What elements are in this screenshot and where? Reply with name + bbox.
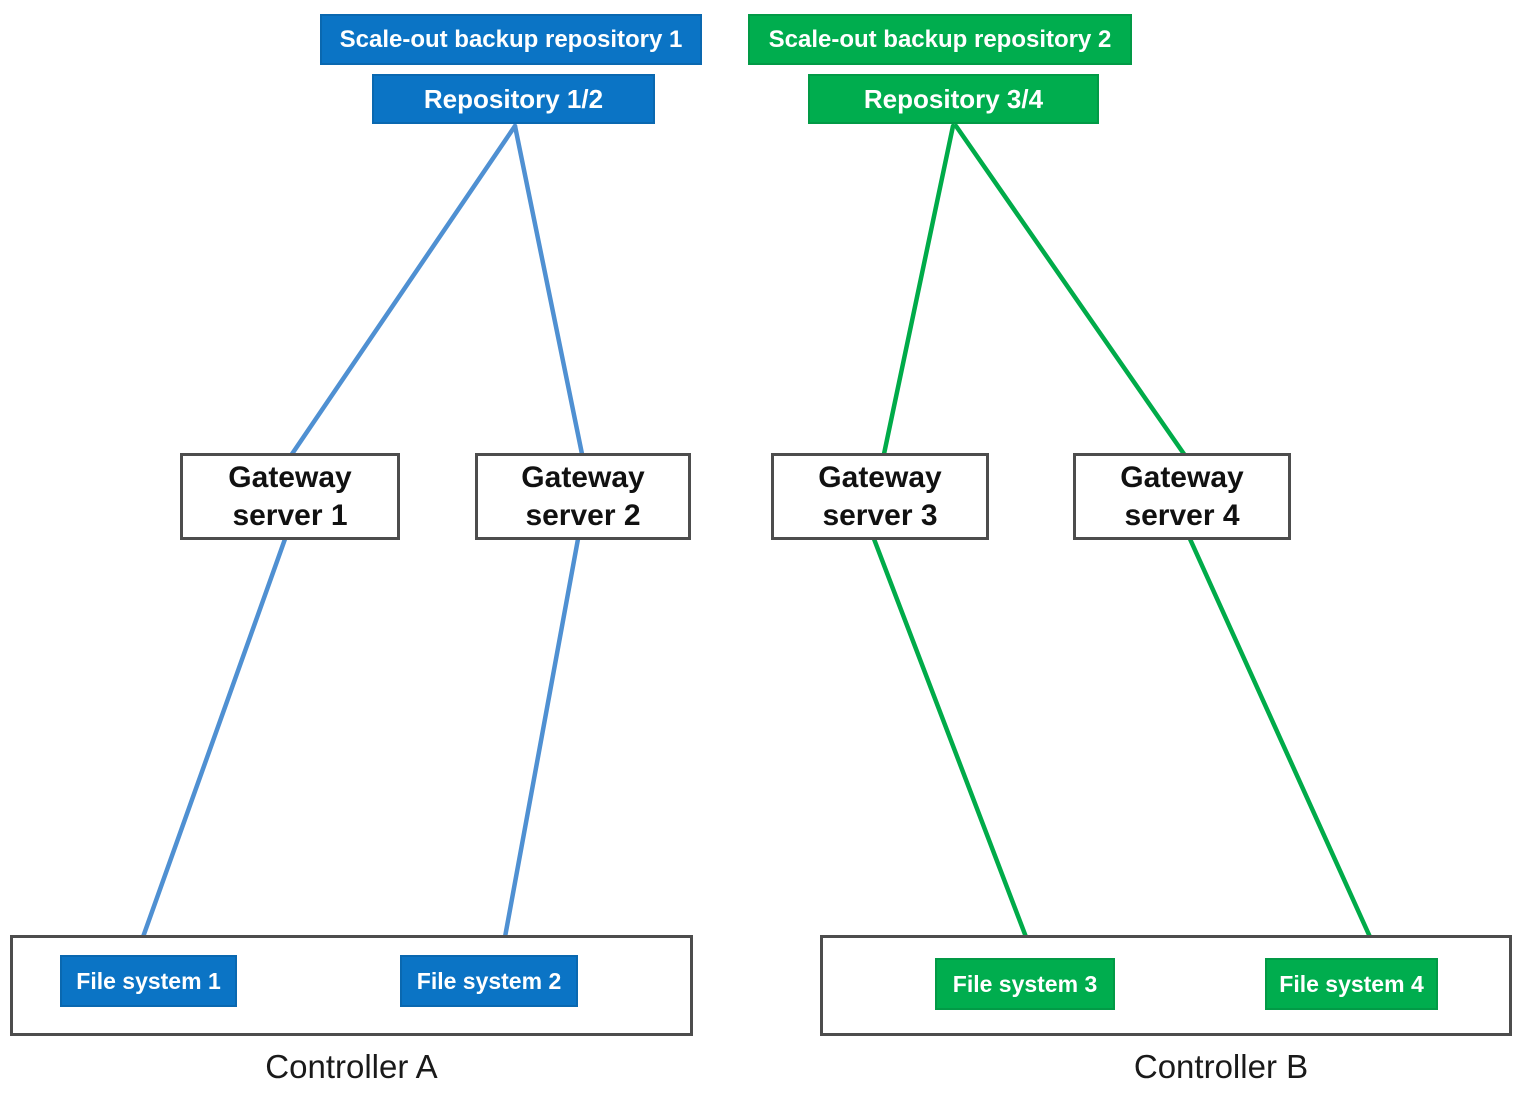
gateway-server-2-box: Gateway server 2 xyxy=(475,453,691,540)
file-system-4-box: File system 4 xyxy=(1265,958,1438,1010)
edge-repo34-gw4 xyxy=(953,123,1187,457)
file-system-3-box: File system 3 xyxy=(935,958,1115,1010)
gateway-server-1-box: Gateway server 1 xyxy=(180,453,400,540)
edge-gw2-fs2 xyxy=(502,536,581,940)
edge-repo12-gw2 xyxy=(512,123,585,457)
edge-gw3-fs3 xyxy=(871,536,1029,940)
repository-3-4-box: Repository 3/4 xyxy=(808,74,1099,124)
file-system-1-box: File system 1 xyxy=(60,955,237,1007)
controller-b-label: Controller B xyxy=(1133,1048,1309,1085)
edge-gw4-fs4 xyxy=(1187,536,1373,940)
scale-out-backup-repository-2-box: Scale-out backup repository 2 xyxy=(748,14,1132,65)
repository-1-2-box: Repository 1/2 xyxy=(372,74,655,124)
edge-repo34-gw3 xyxy=(881,123,956,457)
file-system-2-box: File system 2 xyxy=(400,955,578,1007)
controller-a-label: Controller A xyxy=(265,1048,438,1085)
gateway-server-4-box: Gateway server 4 xyxy=(1073,453,1291,540)
edge-gw1-fs1 xyxy=(140,536,288,940)
gateway-server-3-box: Gateway server 3 xyxy=(771,453,989,540)
scale-out-backup-repository-1-box: Scale-out backup repository 1 xyxy=(320,14,702,65)
edge-repo12-gw1 xyxy=(289,123,518,457)
